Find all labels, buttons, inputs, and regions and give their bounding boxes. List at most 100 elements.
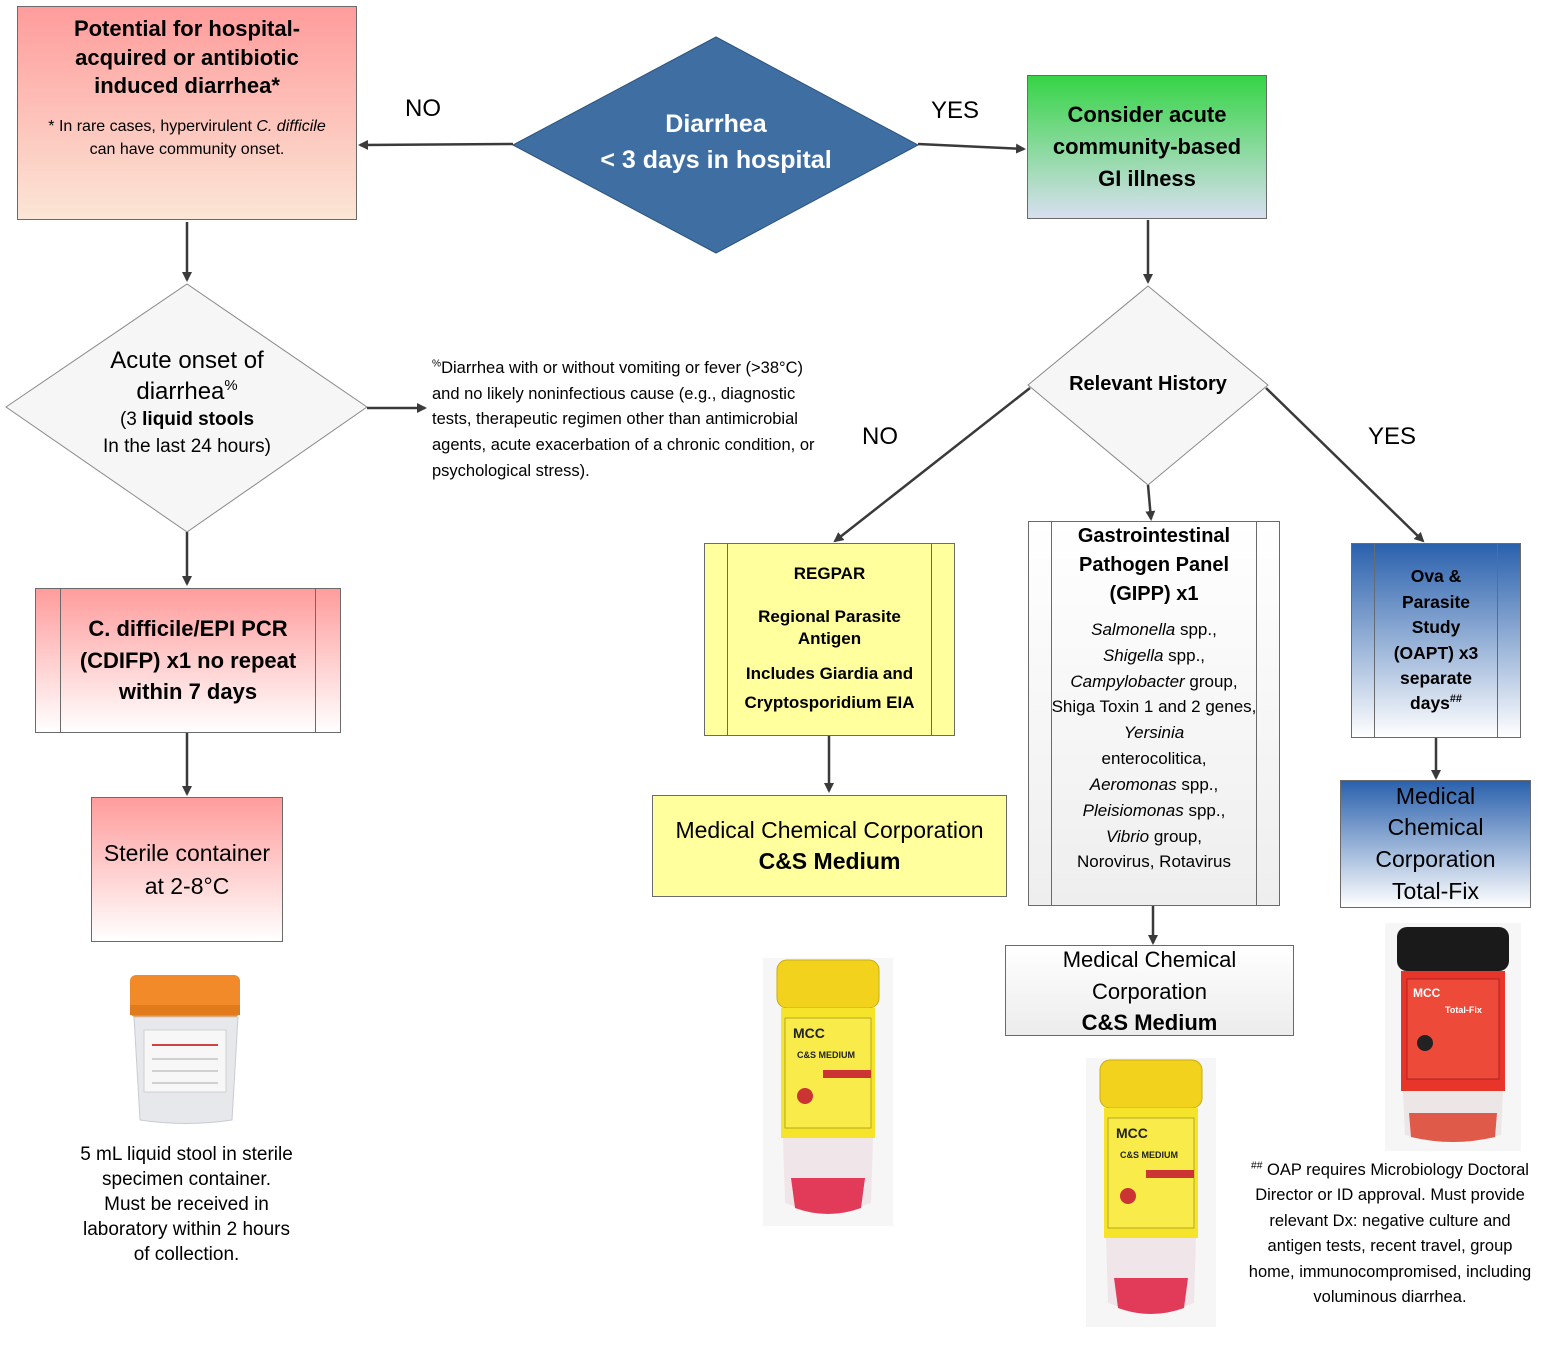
gipp-item-5: enterocolitica, xyxy=(1049,746,1259,772)
gipp-item-6: Aeromonas spp., xyxy=(1049,772,1259,798)
gipp-item-8-text: group, xyxy=(1149,826,1203,846)
footnote-text: Diarrhea with or without vomiting or fev… xyxy=(432,359,815,480)
mcc-totalfix-box: Medical Chemical Corporation Total-Fix xyxy=(1340,780,1531,908)
sterile-cup-photo xyxy=(122,975,250,1127)
gipp-item-8: Vibrio group, xyxy=(1049,824,1259,850)
acute-diamond-text: Acute onset of diarrhea% (3 liquid stool… xyxy=(46,345,328,461)
mcc-left-line1: Medical Chemical Corporation xyxy=(675,816,984,843)
gipp-title: Gastrointestinal Pathogen Panel (GIPP) x… xyxy=(1077,525,1231,605)
cdifp-text: C. difficile/EPI PCR (CDIFP) x1 no repea… xyxy=(79,615,297,705)
regpar-line1: REGPAR xyxy=(793,564,866,583)
hospital-acquired-title: Potential for hospital-acquired or antib… xyxy=(73,16,301,99)
gipp-item-1-text: spp., xyxy=(1163,645,1206,665)
sterile-line1: Sterile container xyxy=(103,840,271,867)
oap-approval-note: ## OAP requires Microbiology Doctoral Di… xyxy=(1245,1158,1535,1310)
gipp-item-2-text: group, xyxy=(1184,671,1238,691)
oapt-sup: ## xyxy=(1449,693,1462,706)
mcc-left-line2: C&S Medium xyxy=(758,848,901,874)
oapt-bar-right xyxy=(1497,544,1498,737)
gipp-box: Gastrointestinal Pathogen Panel (GIPP) x… xyxy=(1028,521,1280,906)
gipp-item-5-text: enterocolitica, xyxy=(1101,749,1207,769)
gipp-item-6-text: spp., xyxy=(1176,774,1219,794)
community-gi-box: Consider acute community-based GI illnes… xyxy=(1027,75,1267,219)
hospital-acquired-box: Potential for hospital-acquired or antib… xyxy=(17,6,357,220)
svg-text:C&S MEDIUM: C&S MEDIUM xyxy=(797,1050,855,1060)
top-yes-label: YES xyxy=(931,97,980,124)
acute-line2-text: diarrhea xyxy=(136,378,225,406)
gipp-bar-left xyxy=(1051,522,1052,905)
history-yes-label: YES xyxy=(1368,423,1417,450)
cdifp-box: C. difficile/EPI PCR (CDIFP) x1 no repea… xyxy=(35,588,341,733)
acute-line3b: liquid stools xyxy=(142,409,255,431)
totalfix-vial-photo: MCC Total-Fix xyxy=(1385,923,1521,1151)
mcc-cs-medium-box-center: Medical Chemical Corporation C&S Medium xyxy=(1005,945,1294,1036)
note-part-a: * In rare cases, hypervirulent xyxy=(48,117,257,135)
oapt-box: Ova & Parasite Study (OAPT) x3 separate … xyxy=(1351,543,1521,738)
sterile-note: 5 mL liquid stool in sterile specimen co… xyxy=(54,1142,319,1267)
oap-note-sup: ## xyxy=(1251,1160,1263,1172)
acute-line3: (3 liquid stools xyxy=(46,407,328,434)
center-diamond-line2: < 3 days in hospital xyxy=(600,146,832,175)
mcc-cs-medium-box-left: Medical Chemical Corporation C&S Medium xyxy=(652,795,1007,897)
gipp-item-7: Pleisiomonas spp., xyxy=(1049,798,1259,824)
history-no-label: NO xyxy=(862,423,898,450)
acute-line2: diarrhea% xyxy=(46,376,328,407)
gipp-item-1-italic: Shigella xyxy=(1102,645,1164,665)
gipp-item-0: Salmonella spp., xyxy=(1049,617,1259,643)
regpar-line3: Includes Giardia and Cryptosporidium EIA xyxy=(744,664,915,713)
hypervirulent-note: * In rare cases, hypervirulent C. diffic… xyxy=(37,115,337,161)
gipp-item-2-italic: Campylobacter xyxy=(1070,671,1185,691)
gipp-item-3-text: Shiga Toxin 1 and 2 genes, xyxy=(1051,697,1257,717)
acute-line1: Acute onset of xyxy=(110,347,264,374)
acute-line2-sup: % xyxy=(224,378,238,395)
cs-medium-vial-photo-left: MCC C&S MEDIUM xyxy=(763,958,893,1226)
gipp-bar-right xyxy=(1256,522,1257,905)
gipp-item-1: Shigella spp., xyxy=(1049,643,1259,669)
center-diamond-text: Diarrhea < 3 days in hospital xyxy=(563,106,869,179)
cdifp-bar-left xyxy=(60,589,61,732)
gipp-item-9-text: Norovirus, Rotavirus xyxy=(1077,852,1231,872)
oapt-text: Ova & Parasite Study (OAPT) x3 separate … xyxy=(1381,564,1491,716)
regpar-bar-right xyxy=(931,544,932,735)
svg-text:Total-Fix: Total-Fix xyxy=(1445,1005,1482,1015)
gipp-item-4: Yersinia xyxy=(1049,720,1259,746)
gipp-item-6-italic: Aeromonas xyxy=(1089,774,1177,794)
gipp-item-0-italic: Salmonella xyxy=(1091,620,1176,639)
diarrhea-definition-note: %Diarrhea with or without vomiting or fe… xyxy=(432,356,822,485)
center-diamond-line1: Diarrhea xyxy=(665,110,767,138)
acute-line4: In the last 24 hours) xyxy=(103,435,271,457)
gipp-item-9: Norovirus, Rotavirus xyxy=(1049,849,1259,875)
regpar-line2: Regional Parasite Antigen xyxy=(758,607,901,649)
oap-note-text: OAP requires Microbiology Doctoral Direc… xyxy=(1248,1161,1532,1307)
note-italic: C. difficile xyxy=(256,117,326,135)
svg-text:MCC: MCC xyxy=(1116,1125,1148,1141)
svg-text:C&S MEDIUM: C&S MEDIUM xyxy=(1120,1150,1178,1160)
note-part-b: can have community onset. xyxy=(89,140,285,158)
svg-text:MCC: MCC xyxy=(1413,986,1441,1000)
top-no-label: NO xyxy=(405,95,441,122)
gipp-organisms: Salmonella spp., Shigella spp., Campylob… xyxy=(1049,617,1259,875)
regpar-box: REGPAR Regional Parasite Antigen Include… xyxy=(704,543,955,736)
gipp-item-8-italic: Vibrio xyxy=(1105,826,1150,846)
sterile-note-line1: 5 mL liquid stool in sterile specimen co… xyxy=(80,1144,293,1191)
history-diamond-shape xyxy=(1027,285,1269,486)
sterile-note-line2: Must be received in laboratory within 2 … xyxy=(83,1194,290,1266)
gipp-item-7-text: spp., xyxy=(1183,800,1226,820)
regpar-bar-left xyxy=(727,544,728,735)
gipp-item-0-text: spp., xyxy=(1175,620,1217,639)
gipp-item-4-italic: Yersinia xyxy=(1123,723,1185,743)
sterile-container-box: Sterile container at 2-8°C xyxy=(91,797,283,942)
footnote-sup: % xyxy=(432,358,442,370)
mcc-center-line1: Medical Chemical Corporation xyxy=(1062,946,1237,1004)
gipp-item-3: Shiga Toxin 1 and 2 genes, xyxy=(1049,694,1259,720)
mcc-totalfix-text: Medical Chemical Corporation Total-Fix xyxy=(1375,782,1496,904)
community-gi-title: Consider acute community-based GI illnes… xyxy=(1052,102,1242,191)
gipp-item-2: Campylobacter group, xyxy=(1035,669,1273,695)
cs-medium-vial-photo-center: MCC C&S MEDIUM xyxy=(1086,1058,1216,1327)
mcc-center-line2: C&S Medium xyxy=(1081,1009,1218,1035)
cdifp-bar-right xyxy=(315,589,316,732)
acute-line3a: (3 xyxy=(119,409,143,431)
gipp-item-7-italic: Pleisiomonas xyxy=(1082,800,1184,820)
relevant-history-label: Relevant History xyxy=(1069,373,1227,395)
